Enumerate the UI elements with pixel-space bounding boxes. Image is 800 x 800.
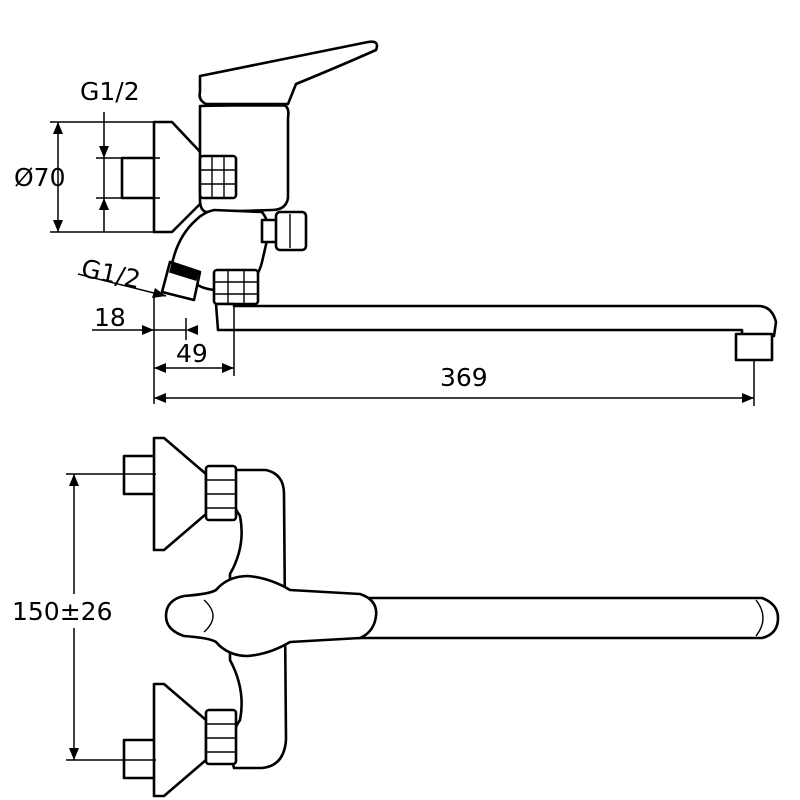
diverter-knob bbox=[274, 210, 308, 252]
top-inlet-pipe-upper bbox=[122, 454, 158, 496]
dim-offset-small: 18 bbox=[94, 303, 126, 332]
dim-thread-inlet: G1/2 bbox=[80, 77, 140, 106]
top-lever bbox=[164, 574, 378, 658]
side-spout bbox=[214, 302, 778, 338]
top-nut-upper bbox=[204, 464, 238, 522]
side-rosette bbox=[152, 120, 206, 234]
side-inlet-pipe bbox=[120, 156, 158, 200]
dim-offset-spout-base: 49 bbox=[176, 339, 208, 368]
lever-handle bbox=[198, 40, 379, 106]
side-view bbox=[120, 40, 778, 362]
spout-aerator bbox=[734, 332, 774, 362]
dim-diameter-rosette: Ø70 bbox=[14, 163, 66, 192]
dim-spout-reach: 369 bbox=[440, 363, 488, 392]
top-inlet-pipe-lower bbox=[122, 738, 158, 780]
dim-inlet-spacing: 150±26 bbox=[12, 597, 112, 626]
top-view bbox=[122, 436, 780, 798]
dim-thread-outlet: G1/2 bbox=[79, 254, 143, 295]
top-dimensions: 150±26 bbox=[10, 473, 156, 761]
top-nut-lower bbox=[204, 708, 238, 766]
side-nut-spout bbox=[212, 268, 260, 306]
top-rosette-lower bbox=[152, 682, 208, 798]
top-rosette-upper bbox=[152, 436, 208, 552]
side-nut-upper bbox=[198, 154, 238, 200]
side-dimensions: G1/2 Ø70 G1/2 18 49 369 bbox=[14, 77, 755, 406]
